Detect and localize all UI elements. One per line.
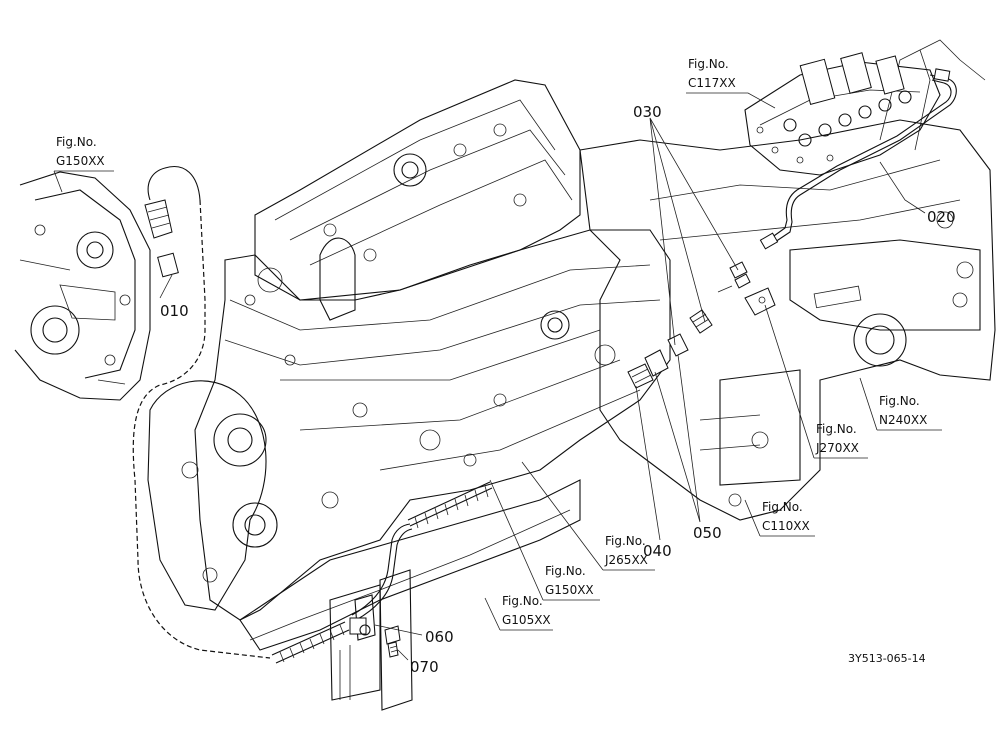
part-number-050: 050: [693, 524, 722, 542]
fig-ref-j270-line2: J270XX: [815, 441, 859, 455]
fig-ref-g105-line2: G105XX: [502, 613, 551, 627]
fig-ref-g105-line1: Fig.No.: [502, 594, 543, 608]
transmission-housing-illustration: [579, 39, 996, 521]
fig-ref-n240-line2: N240XX: [879, 413, 927, 427]
sensor-010-illustration: [132, 166, 271, 659]
fig-ref-g150-left-line2: G150XX: [56, 154, 105, 168]
fig-ref-j270-line1: Fig.No.: [816, 422, 857, 436]
control-valve-illustration: [744, 52, 957, 250]
drawing-code: 3Y513-065-14: [848, 652, 926, 665]
part-number-040: 040: [643, 542, 672, 560]
fig-ref-g150-bottom-line1: Fig.No.: [545, 564, 586, 578]
part-number-030: 030: [633, 103, 662, 121]
part-number-labels: 010 020 030 040 050 060 070: [160, 103, 956, 676]
bracket-illustration: [329, 569, 413, 711]
fittings-illustration: [627, 261, 776, 389]
part-number-060: 060: [425, 628, 454, 646]
part-number-010: 010: [160, 302, 189, 320]
part-number-070: 070: [410, 658, 439, 676]
fig-ref-c110-line1: Fig.No.: [762, 500, 803, 514]
fig-ref-c117-line1: Fig.No.: [688, 57, 729, 71]
left-housing-illustration: [14, 171, 151, 401]
fig-ref-g150-bottom-line2: G150XX: [545, 583, 594, 597]
leader-lines: [53, 92, 942, 661]
reference-labels: Fig.No. G150XX Fig.No. C117XX Fig.No. N2…: [56, 57, 927, 627]
cable-spring-illustration: [271, 523, 413, 664]
fig-ref-c117-line2: C117XX: [688, 76, 736, 90]
fig-ref-g150-left-line1: Fig.No.: [56, 135, 97, 149]
part-number-020: 020: [927, 208, 956, 226]
fig-ref-j265-line1: Fig.No.: [605, 534, 646, 548]
fig-ref-j265-line2: J265XX: [604, 553, 648, 567]
engine-block-illustration: [147, 79, 671, 651]
fig-ref-n240-line1: Fig.No.: [879, 394, 920, 408]
fig-ref-c110-line2: C110XX: [762, 519, 810, 533]
